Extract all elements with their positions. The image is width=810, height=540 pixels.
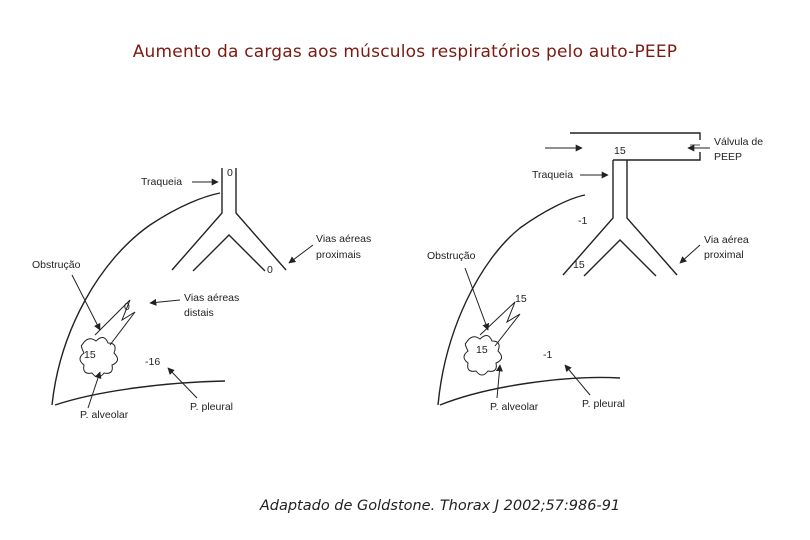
arrow-alveolar-right — [495, 364, 503, 399]
label-obstrucao-right: Obstrução — [427, 250, 476, 262]
label-traqueia-right: Traqueia — [532, 169, 573, 181]
arrow-pleural-right — [564, 364, 591, 396]
label-via-aerea-proximal: Via aérea — [704, 234, 749, 246]
value-distal-right: 15 — [515, 293, 527, 305]
value-trachea: 0 — [227, 167, 233, 179]
arrow-obstrucao — [71, 274, 101, 331]
value-trachea-right: -1 — [578, 215, 587, 227]
arrow-alveolar — [87, 371, 102, 409]
label-valvula-2: PEEP — [714, 151, 742, 163]
label-valvula: Válvula de — [714, 136, 763, 148]
airway-tree — [171, 168, 287, 272]
left-panel: Traqueia 0 Vias aéreas proximais 0 Obstr… — [32, 167, 371, 421]
label-vias-aereas-distais: Vias aéreas — [184, 292, 239, 304]
value-alveolar: 15 — [84, 349, 96, 361]
source-caption: Adaptado de Goldstone. Thorax J 2002;57:… — [259, 498, 621, 514]
label-p-alveolar-right: P. alveolar — [490, 401, 539, 413]
alveolus-blob-right — [463, 335, 502, 376]
diaphragm-curve — [54, 380, 226, 406]
chest-wall-curve-right — [437, 194, 586, 406]
value-peep: 15 — [614, 145, 626, 157]
value-proximal: 0 — [267, 264, 273, 276]
distal-airway-right — [479, 301, 521, 347]
right-panel: Válvula de PEEP 15 Traqueia -1 Via aérea… — [427, 132, 763, 413]
value-distal: 0 — [124, 301, 130, 313]
label-p-alveolar: P. alveolar — [80, 409, 129, 421]
label-traqueia: Traqueia — [141, 176, 182, 188]
value-pleural: -16 — [145, 356, 160, 368]
arrow-obstrucao-right — [464, 267, 490, 331]
value-pleural-right: -1 — [543, 349, 552, 361]
value-proximal-right: 15 — [573, 259, 585, 271]
diaphragm-curve-right — [439, 376, 621, 406]
airway-tree-right — [562, 160, 678, 277]
value-alveolar-right: 15 — [476, 344, 488, 356]
arrow-proximal-right — [679, 244, 701, 264]
distal-airway — [94, 299, 136, 346]
label-via-aerea-proximal-2: proximal — [704, 249, 744, 261]
label-p-pleural: P. pleural — [190, 401, 233, 413]
label-p-pleural-right: P. pleural — [582, 398, 625, 410]
arrow-pleural — [167, 367, 198, 399]
arrow-proximal — [288, 244, 314, 264]
label-vias-aereas-distais-2: distais — [184, 307, 214, 319]
label-vias-aereas-proximais: Vias aéreas — [316, 233, 371, 245]
label-vias-aereas-proximais-2: proximais — [316, 249, 361, 261]
slide-title: Aumento da cargas aos músculos respirató… — [132, 42, 678, 62]
alveolus-blob — [79, 337, 118, 378]
arrow-distal — [149, 298, 181, 306]
peep-valve — [570, 132, 701, 161]
chest-wall-curve — [51, 192, 221, 406]
label-obstrucao: Obstrução — [32, 259, 81, 271]
